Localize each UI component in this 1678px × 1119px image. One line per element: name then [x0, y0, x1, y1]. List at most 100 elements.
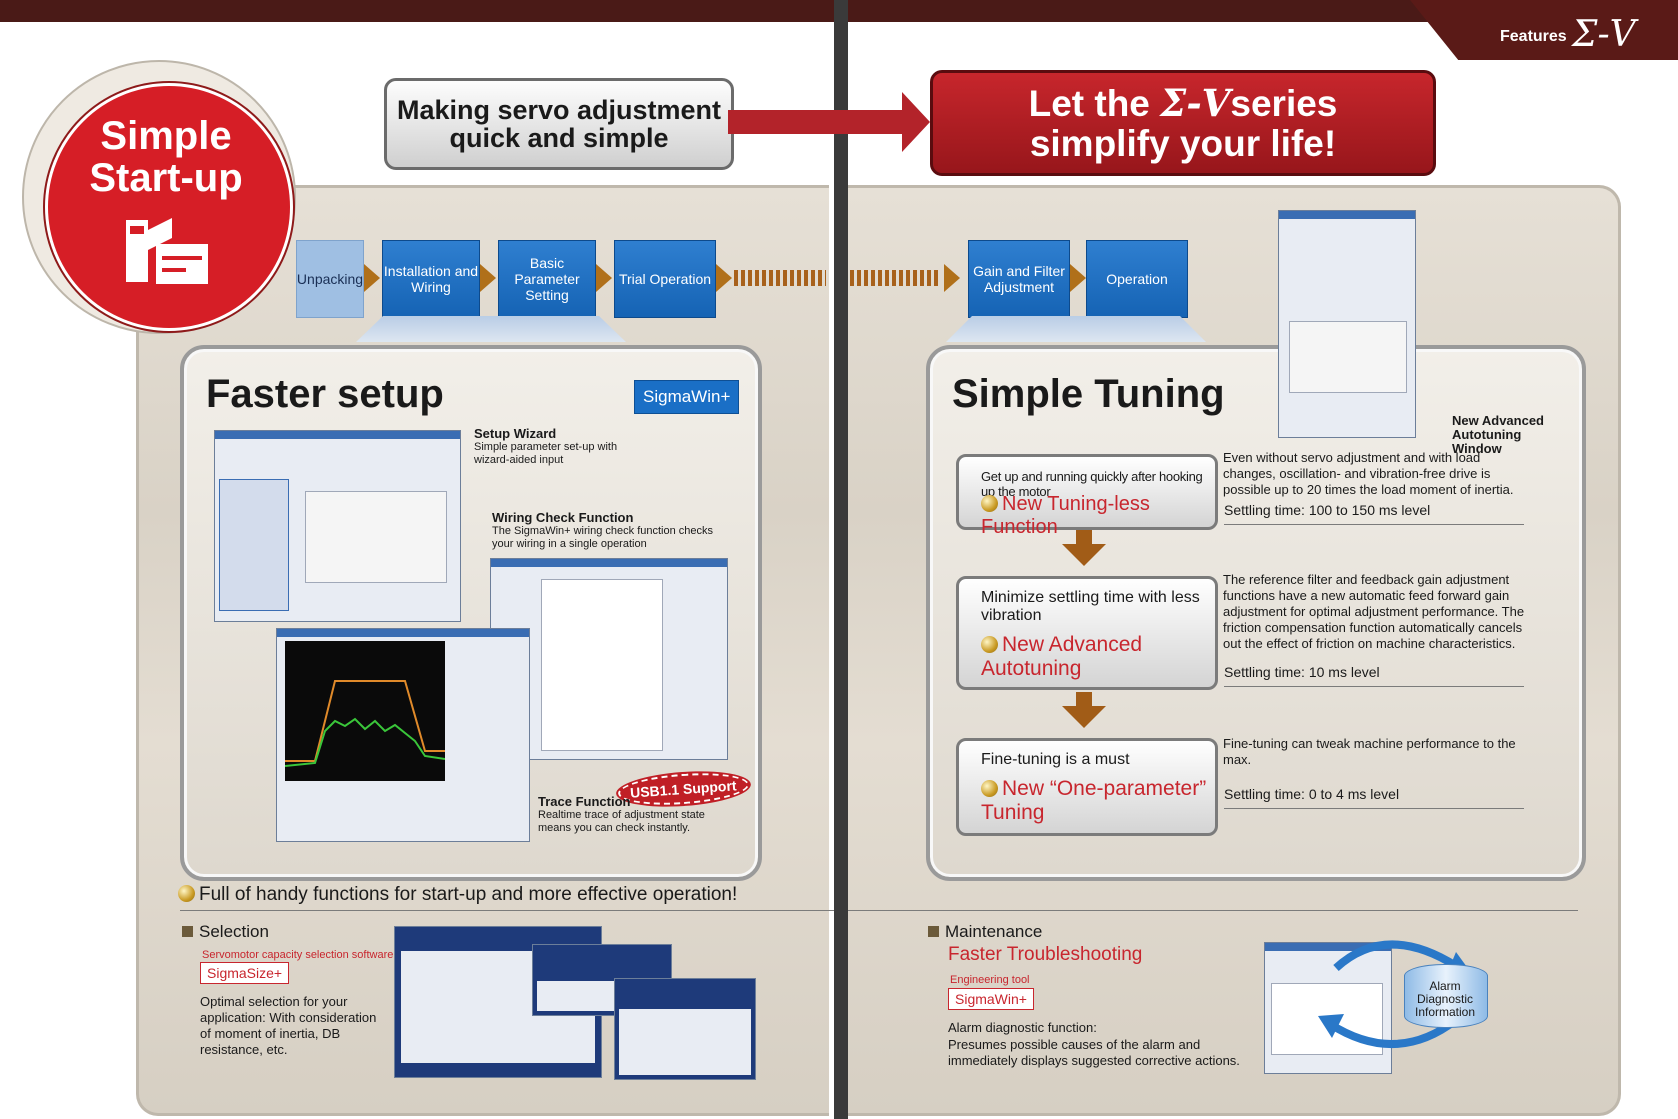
hero-circle-line2: Start-up — [89, 156, 243, 200]
tuning-less-box: Get up and running quickly after hooking… — [956, 454, 1218, 538]
tuning-connector — [946, 316, 1206, 342]
tuning-less-func: New Tuning-less Function — [981, 493, 1215, 539]
alarm-database-label: Alarm Diagnostic Information — [1414, 979, 1476, 1019]
window-titlebar — [277, 629, 529, 637]
wiring-check-caption: Wiring Check Function The SigmaWin+ wiri… — [492, 510, 732, 551]
grey-banner-line2: quick and simple — [449, 123, 669, 153]
selection-title: Selection — [182, 922, 269, 942]
selection-title-text: Selection — [199, 922, 269, 941]
maintenance-desc: Presumes possible causes of the alarm an… — [948, 1037, 1240, 1068]
maintenance-tool-caption: Engineering tool — [950, 974, 1030, 986]
advanced-autotuning-func: New Advanced Autotuning — [981, 633, 1181, 681]
servo-motor-icon — [126, 218, 208, 284]
trace-title: Trace Function — [538, 794, 631, 809]
autotuning-window-screenshot — [1278, 210, 1416, 438]
tuning-less-desc: Even without servo adjustment and with l… — [1223, 450, 1514, 497]
sigmasize-label: SigmaSize+ — [200, 962, 290, 984]
setup-wizard-title: Setup Wizard — [474, 426, 557, 441]
advanced-autotuning-settle: Settling time: 10 ms level — [1224, 664, 1524, 687]
square-bullet — [182, 926, 193, 937]
one-parameter-box: Fine-tuning is a must New “One-parameter… — [956, 738, 1218, 836]
window-titlebar — [1279, 211, 1415, 219]
servo-adjustment-banner: Making servo adjustment quick and simple — [384, 78, 734, 170]
tuning-less-settle: Settling time: 100 to 150 ms level — [1224, 502, 1524, 525]
sigmasize-content — [619, 1009, 751, 1075]
bottom-headline-text: Full of handy functions for start-up and… — [199, 884, 738, 905]
wiring-check-desc: The SigmaWin+ wiring check function chec… — [492, 525, 714, 550]
tuning-less-sub: Get up and running quickly after hooking… — [981, 469, 1203, 499]
wizard-sidebar — [219, 479, 289, 611]
step-dotted-connector — [850, 270, 940, 286]
banner-arrow-head — [902, 92, 930, 152]
setup-connector — [356, 316, 626, 342]
one-parameter-func-text: New “One-parameter” Tuning — [981, 777, 1207, 824]
autotuning-window-caption: New Advanced Autotuning Window — [1452, 413, 1544, 456]
square-bullet — [928, 926, 939, 937]
advanced-autotuning-desc: The reference filter and feedback gain a… — [1223, 572, 1525, 651]
trace-screenshot — [276, 628, 530, 842]
step-arrow — [596, 264, 612, 292]
maintenance-desc-title: Alarm diagnostic function: — [948, 1020, 1097, 1035]
maintenance-title: Maintenance — [928, 922, 1042, 942]
step-operation: Operation — [1086, 240, 1188, 318]
setup-wizard-desc: Simple parameter set-up with wizard-aide… — [474, 441, 618, 466]
step-gain-filter: Gain and Filter Adjustment — [968, 240, 1070, 318]
hero-circle-title: Simple Start-up — [45, 115, 287, 199]
step-installation: Installation and Wiring — [382, 240, 480, 318]
bullet-icon — [178, 885, 195, 902]
hero-circle-line1: Simple — [100, 114, 232, 158]
red-banner-line2: simplify your life! — [1029, 122, 1337, 164]
one-parameter-sub: Fine-tuning is a must — [981, 751, 1130, 768]
alarm-database-cylinder — [1404, 964, 1488, 1028]
wizard-diagram — [305, 491, 447, 583]
step-arrow — [1070, 264, 1086, 292]
step-arrow — [944, 264, 960, 292]
sigmawin-badge: SigmaWin+ — [634, 380, 740, 414]
down-arrow-stem — [1076, 692, 1092, 706]
setup-wizard-screenshot — [214, 430, 461, 622]
down-arrow-icon — [1062, 544, 1106, 566]
bottom-headline: Full of handy functions for start-up and… — [178, 884, 737, 906]
bullet-icon — [981, 780, 998, 797]
red-banner-logo: Σ-V — [1160, 80, 1231, 125]
sigmawin-label: SigmaWin+ — [948, 988, 1034, 1010]
step-arrow — [716, 264, 732, 292]
advanced-autotuning-box: Minimize settling time with less vibrati… — [956, 576, 1218, 690]
simple-tuning-title: Simple Tuning — [952, 372, 1225, 416]
trace-caption: Trace Function Realtime trace of adjustm… — [538, 794, 738, 835]
bottom-divider — [848, 910, 1578, 911]
sigma-v-logo: Σ-V — [1572, 14, 1636, 55]
red-banner-suffix: series — [1230, 82, 1338, 124]
trace-waveform — [285, 641, 445, 781]
selection-desc: Optimal selection for your application: … — [200, 994, 377, 1057]
wiring-list — [541, 579, 663, 751]
window-titlebar — [1265, 943, 1391, 951]
simplify-banner: Let the Σ-Vseries simplify your life! — [930, 70, 1436, 176]
maintenance-subtitle: Faster Troubleshooting — [948, 944, 1143, 965]
tuning-less-func-text: New Tuning-less Function — [981, 493, 1150, 538]
step-dotted-connector — [734, 270, 826, 286]
sigmasize-screenshot-3 — [614, 978, 756, 1080]
grey-banner-line1: Making servo adjustment — [396, 95, 722, 125]
one-parameter-func: New “One-parameter” Tuning — [981, 777, 1211, 825]
down-arrow-icon — [1062, 706, 1106, 728]
step-unpacking: Unpacking — [296, 240, 364, 318]
trace-desc: Realtime trace of adjustment state means… — [538, 809, 705, 834]
step-trial-operation: Trial Operation — [614, 240, 716, 318]
features-label: Features — [1500, 28, 1567, 45]
step-basic-parameter: Basic Parameter Setting — [498, 240, 596, 318]
red-banner-prefix: Let the — [1028, 82, 1150, 124]
maintenance-title-text: Maintenance — [945, 922, 1043, 941]
bottom-divider — [180, 910, 834, 911]
page-gutter — [834, 0, 848, 1119]
banner-arrow-bar — [728, 110, 908, 134]
step-arrow — [364, 264, 380, 292]
step-arrow — [480, 264, 496, 292]
advanced-autotuning-sub: Minimize settling time with less vibrati… — [981, 589, 1200, 624]
features-tab — [1410, 0, 1678, 60]
faster-setup-title: Faster setup — [206, 372, 444, 416]
advanced-autotuning-func-text: New Advanced Autotuning — [981, 633, 1143, 680]
red-banner-line1: Let the Σ-Vseries — [1029, 83, 1338, 124]
bullet-icon — [981, 636, 998, 653]
one-parameter-desc: Fine-tuning can tweak machine performanc… — [1223, 736, 1516, 767]
